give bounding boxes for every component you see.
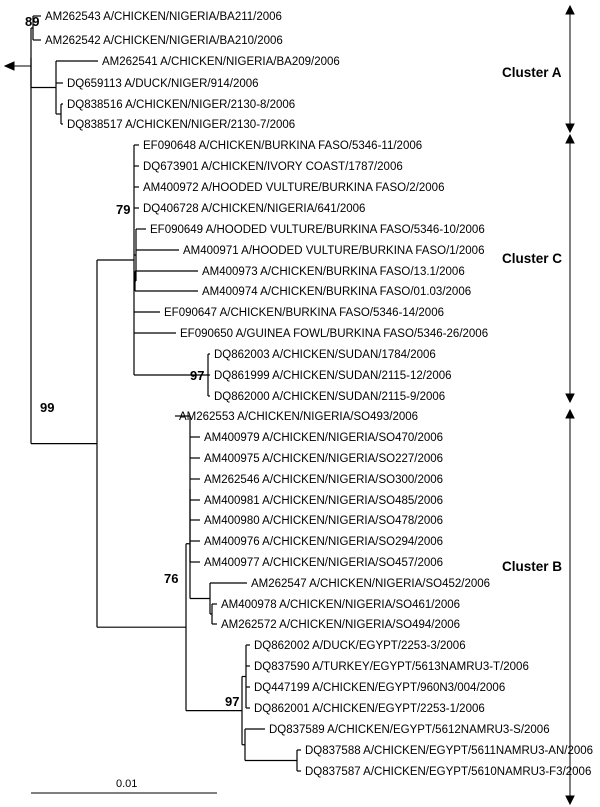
leaf-label: DQ406728 A/CHICKEN/NIGERIA/641/2006 [143, 203, 365, 215]
leaf-labels: AM262543 A/CHICKEN/NIGERIA/BA211/2006AM2… [45, 11, 593, 778]
leaf-label: EF090649 A/HOODED VULTURE/BURKINA FASO/5… [150, 224, 485, 236]
bootstrap-top: 89 [25, 14, 39, 29]
bootstrap-cluster-c: 79 [116, 202, 130, 217]
leaf-label: DQ673901 A/CHICKEN/IVORY COAST/1787/2006 [143, 161, 403, 173]
root-arrow [3, 61, 31, 71]
leaf-label: AM400975 A/CHICKEN/NIGERIA/SO227/2006 [204, 453, 443, 465]
leaf-label: DQ837589 A/CHICKEN/EGYPT/5612NAMRU3-S/20… [269, 724, 550, 736]
leaf-label: DQ838516 A/CHICKEN/NIGER/2130-8/2006 [67, 99, 295, 111]
leaf-label: DQ862001 A/CHICKEN/EGYPT/2253-1/2006 [254, 703, 485, 715]
leaf-label: AM262542 A/CHICKEN/NIGERIA/BA210/2006 [45, 35, 283, 47]
leaf-label: DQ862002 A/DUCK/EGYPT/2253-3/2006 [254, 640, 466, 652]
leaf-label: AM400976 A/CHICKEN/NIGERIA/SO294/2006 [204, 536, 443, 548]
leaf-label: DQ447199 A/CHICKEN/EGYPT/960N3/004/2006 [254, 682, 505, 694]
leaf-label: DQ861999 A/CHICKEN/SUDAN/2115-12/2006 [214, 370, 452, 382]
leaf-label: AM400972 A/HOODED VULTURE/BURKINA FASO/2… [143, 182, 444, 194]
leaf-label: AM400978 A/CHICKEN/NIGERIA/SO461/2006 [221, 599, 460, 611]
leaf-label: EF090650 A/GUINEA FOWL/BURKINA FASO/5346… [180, 328, 488, 340]
cluster-b-range-arrow [565, 408, 575, 806]
leaf-label: AM400971 A/HOODED VULTURE/BURKINA FASO/1… [183, 245, 484, 257]
leaf-label: AM400974 A/CHICKEN/BURKINA FASO/01.03/20… [202, 286, 471, 298]
leaf-label: AM262572 A/CHICKEN/NIGERIA/SO494/2006 [221, 619, 460, 631]
cluster-b-label: Cluster B [502, 559, 562, 574]
leaf-label: DQ837590 A/TURKEY/EGYPT/5613NAMRU3-T/200… [254, 661, 529, 673]
leaf-label: EF090648 A/CHICKEN/BURKINA FASO/5346-11/… [143, 140, 422, 152]
leaf-label: AM262547 A/CHICKEN/NIGERIA/SO452/2006 [251, 578, 490, 590]
leaf-label: DQ837588 A/CHICKEN/EGYPT/5611NAMRU3-AN/2… [305, 745, 593, 757]
leaf-label: AM400979 A/CHICKEN/NIGERIA/SO470/2006 [204, 432, 443, 444]
cluster-a-label: Cluster A [502, 65, 562, 80]
bootstrap-sudan: 97 [190, 368, 204, 383]
scale-bar: 0.01 [31, 778, 217, 794]
leaf-label: AM262543 A/CHICKEN/NIGERIA/BA211/2006 [45, 11, 282, 23]
cluster-c-label: Cluster C [502, 251, 562, 266]
cluster-a-range-arrow [565, 4, 575, 134]
bootstrap-root: 99 [40, 400, 54, 415]
leaf-label: DQ862000 A/CHICKEN/SUDAN/2115-9/2006 [214, 391, 445, 403]
tree-branches [30, 15, 301, 772]
leaf-label: AM400973 A/CHICKEN/BURKINA FASO/13.1/200… [202, 266, 465, 278]
bootstrap-cluster-b: 76 [164, 571, 178, 586]
leaf-label: AM400980 A/CHICKEN/NIGERIA/SO478/2006 [204, 515, 443, 527]
leaf-label: AM262553 A/CHICKEN/NIGERIA/SO493/2006 [179, 411, 418, 423]
cluster-c-range-arrow [565, 133, 575, 404]
leaf-label: DQ837587 A/CHICKEN/EGYPT/5610NAMRU3-F3/2… [305, 766, 591, 778]
leaf-label: DQ659113 A/DUCK/NIGER/914/2006 [67, 78, 259, 90]
leaf-label: DQ838517 A/CHICKEN/NIGER/2130-7/2006 [67, 119, 295, 131]
leaf-label: AM400981 A/CHICKEN/NIGERIA/SO485/2006 [204, 495, 443, 507]
leaf-label: AM262546 A/CHICKEN/NIGERIA/SO300/2006 [204, 474, 443, 486]
bootstrap-egypt: 97 [225, 694, 239, 709]
leaf-label: EF090647 A/CHICKEN/BURKINA FASO/5346-14/… [164, 307, 444, 319]
leaf-label: AM400977 A/CHICKEN/NIGERIA/SO457/2006 [204, 557, 443, 569]
leaf-label: DQ862003 A/CHICKEN/SUDAN/1784/2006 [214, 349, 436, 361]
scale-bar-label: 0.01 [116, 778, 137, 790]
leaf-label: AM262541 A/CHICKEN/NIGERIA/BA209/2006 [102, 56, 340, 68]
